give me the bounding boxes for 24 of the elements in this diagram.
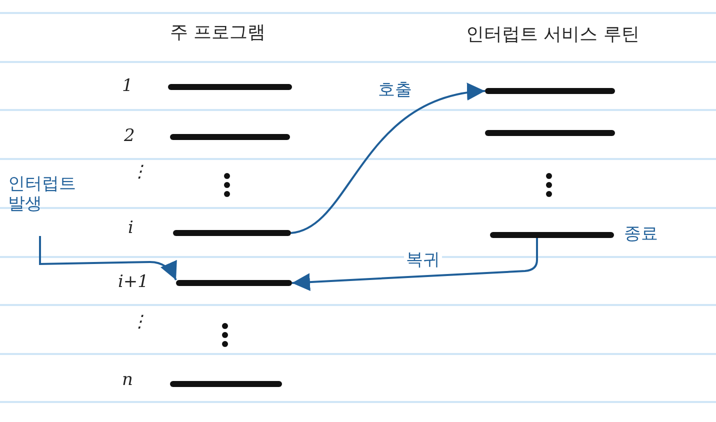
line-number: 1 bbox=[122, 76, 133, 96]
column-heading: 주 프로그램 bbox=[170, 22, 266, 44]
annotation-text: 종료 bbox=[624, 224, 658, 244]
instruction-line bbox=[176, 280, 292, 286]
instruction-line bbox=[168, 84, 292, 90]
edge-label: 복귀 bbox=[404, 250, 442, 270]
arrow bbox=[290, 84, 486, 234]
column-heading: 인터럽트 서비스 루틴 bbox=[466, 24, 640, 46]
line-number: i bbox=[128, 218, 134, 238]
arrow bbox=[39, 236, 177, 280]
arrow bbox=[292, 238, 538, 292]
vertical-ellipsis: ⋮ bbox=[131, 312, 148, 332]
instruction-line bbox=[170, 381, 282, 387]
instruction-line bbox=[173, 230, 291, 236]
vertical-ellipsis: ⋮ bbox=[131, 162, 148, 182]
instruction-line bbox=[170, 134, 290, 140]
line-number: n bbox=[122, 370, 133, 390]
line-number: 2 bbox=[124, 126, 135, 146]
edge-label: 호출 bbox=[376, 80, 414, 100]
line-number: i+1 bbox=[118, 272, 148, 292]
instruction-line bbox=[485, 88, 615, 94]
instruction-line bbox=[490, 232, 614, 238]
instruction-line bbox=[485, 130, 615, 136]
annotation-text: 인터럽트 발생 bbox=[8, 174, 90, 215]
